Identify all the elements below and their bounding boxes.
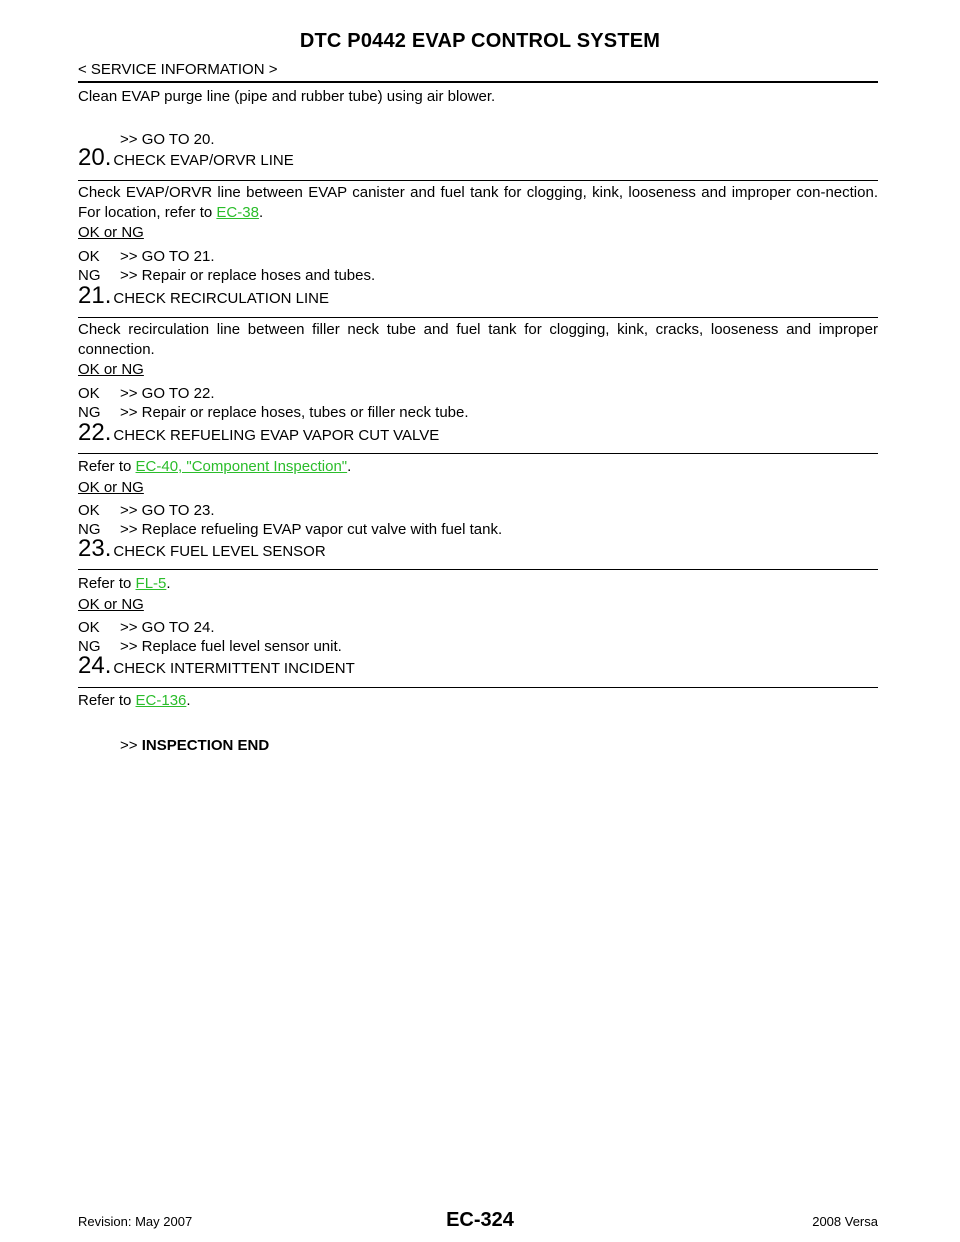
result-action: >> GO TO 23. [120, 502, 215, 519]
result-code: OK [78, 385, 100, 402]
step-22-heading: 22. CHECK REFUELING EVAP VAPOR CUT VALVE [78, 419, 440, 446]
link-ec-38[interactable]: EC-38 [216, 204, 259, 221]
step-number: 20 [78, 144, 105, 171]
ok-or-ng-label: OK or NG [78, 596, 144, 613]
step-number: 23 [78, 535, 105, 562]
intro-goto: >> GO TO 20. [120, 131, 215, 148]
ok-or-ng-label: OK or NG [78, 479, 144, 496]
result-code: NG [78, 521, 101, 538]
step-20-body: Check EVAP/ORVR line between EVAP canist… [78, 184, 878, 221]
page-number: EC-324 [446, 1209, 514, 1231]
result-code: OK [78, 502, 100, 519]
step-21-heading: 21. CHECK RECIRCULATION LINE [78, 282, 329, 309]
step-number: 21 [78, 282, 105, 309]
step-divider [78, 569, 878, 570]
step-22-body: Refer to EC-40, "Component Inspection". [78, 458, 352, 475]
step-divider [78, 687, 878, 688]
result-action: >> GO TO 21. [120, 248, 215, 265]
step-title: CHECK REFUELING EVAP VAPOR CUT VALVE [113, 427, 440, 444]
step-23-heading: 23. CHECK FUEL LEVEL SENSOR [78, 535, 326, 562]
step-divider [78, 180, 878, 181]
result-action: >> Repair or replace hoses, tubes or fil… [120, 404, 469, 421]
step-number: 22 [78, 419, 105, 446]
link-ec-136[interactable]: EC-136 [135, 692, 187, 709]
result-action: >> GO TO 24. [120, 619, 215, 636]
revision-date: Revision: May 2007 [78, 1214, 193, 1229]
step-21-body: Check recirculation line between filler … [78, 321, 878, 358]
ok-or-ng-label: OK or NG [78, 361, 144, 378]
step-title: CHECK FUEL LEVEL SENSOR [113, 543, 326, 560]
page-title: DTC P0442 EVAP CONTROL SYSTEM [299, 30, 661, 52]
vehicle-model: 2008 Versa [812, 1214, 878, 1229]
step-24-heading: 24. CHECK INTERMITTENT INCIDENT [78, 652, 355, 679]
result-code: OK [78, 248, 100, 265]
inspection-end: >> INSPECTION END [120, 737, 270, 754]
result-code: OK [78, 619, 100, 636]
result-code: NG [78, 638, 101, 655]
intro-text: Clean EVAP purge line (pipe and rubber t… [78, 88, 496, 105]
result-action: >> Replace refueling EVAP vapor cut valv… [120, 521, 503, 538]
link-ec-40-component-inspection[interactable]: EC-40, "Component Inspection" [135, 458, 348, 475]
result-action: >> Repair or replace hoses and tubes. [120, 267, 376, 284]
step-divider [78, 317, 878, 318]
step-title: CHECK INTERMITTENT INCIDENT [113, 660, 355, 677]
step-23-body: Refer to FL-5. [78, 575, 171, 592]
result-code: NG [78, 404, 101, 421]
ok-or-ng-label: OK or NG [78, 224, 144, 241]
step-divider [78, 453, 878, 454]
result-code: NG [78, 267, 101, 284]
step-title: CHECK RECIRCULATION LINE [113, 290, 329, 307]
step-title: CHECK EVAP/ORVR LINE [113, 152, 294, 169]
step-20-heading: 20. CHECK EVAP/ORVR LINE [78, 144, 294, 171]
result-action: >> GO TO 22. [120, 385, 215, 402]
step-number: 24 [78, 652, 105, 679]
step-24-body: Refer to EC-136. [78, 692, 191, 709]
breadcrumb: < SERVICE INFORMATION > [78, 61, 278, 78]
header-divider [78, 81, 878, 83]
result-action: >> Replace fuel level sensor unit. [120, 638, 342, 655]
link-fl-5[interactable]: FL-5 [135, 575, 167, 592]
